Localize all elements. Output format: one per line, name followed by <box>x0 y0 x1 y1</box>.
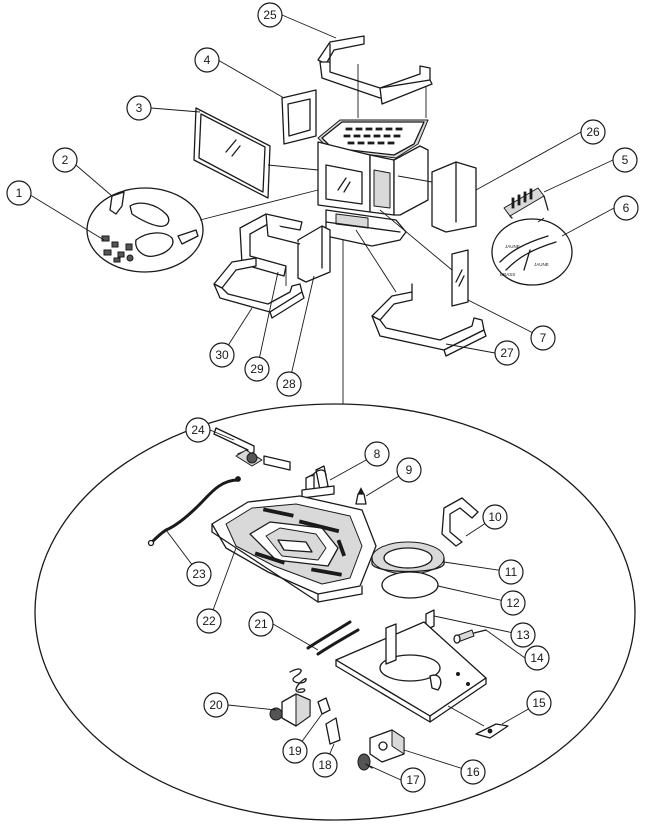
callout-19-label: 19 <box>288 744 302 758</box>
callout-21-label: 21 <box>254 617 268 631</box>
part-25-top-frame <box>317 35 433 118</box>
callout-11: 11 <box>498 559 524 585</box>
part-27-lower-trim <box>355 229 487 357</box>
callout-9-label: 9 <box>406 463 413 477</box>
callout-15: 15 <box>526 690 552 716</box>
callout-22-label: 22 <box>202 614 216 628</box>
part-23-flex-line <box>147 476 241 547</box>
callout-1: 1 <box>6 180 32 206</box>
part-26-side-panel <box>397 161 477 233</box>
part-10-bent-tube <box>441 497 479 547</box>
part-30-base-trim <box>213 257 305 319</box>
part-19-fitting <box>317 697 331 715</box>
callout-9: 9 <box>396 457 422 483</box>
callout-26: 26 <box>580 119 606 145</box>
callout-2-label: 2 <box>62 153 69 167</box>
part-9-pilot-tip <box>355 487 367 505</box>
callout-5: 5 <box>612 147 638 173</box>
callout-18-label: 18 <box>318 758 332 772</box>
part-6-wire-inset: JAUNE BRASS JAUNE <box>491 217 573 286</box>
callout-25: 25 <box>257 2 283 28</box>
detail-ellipse <box>34 403 636 821</box>
part-5-element <box>503 187 549 219</box>
callout-6: 6 <box>613 195 639 221</box>
inset-label-2: BRASS <box>500 272 515 277</box>
part-11-ring <box>371 541 445 575</box>
callout-13-label: 13 <box>516 628 530 642</box>
callout-27: 27 <box>494 340 520 366</box>
callout-4: 4 <box>194 47 220 73</box>
callout-8-label: 8 <box>374 447 381 461</box>
callout-23-label: 23 <box>192 567 206 581</box>
part-3-glass-panel <box>193 107 319 199</box>
callout-16-label: 16 <box>466 765 480 779</box>
callout-4-label: 4 <box>204 53 211 67</box>
callout-3-label: 3 <box>136 101 143 115</box>
part-18-pin <box>325 717 341 745</box>
part-17-knob <box>357 753 373 771</box>
callout-14-label: 14 <box>530 651 544 665</box>
callout-21: 21 <box>248 611 274 637</box>
callout-8: 8 <box>364 441 390 467</box>
part-16-control-box <box>369 729 405 763</box>
callout-30-label: 30 <box>215 348 229 362</box>
callout-16: 16 <box>460 759 486 785</box>
callout-18: 18 <box>312 752 338 778</box>
part-22-burner-tray <box>211 495 377 603</box>
callout-28: 28 <box>276 371 302 397</box>
callout-23: 23 <box>186 561 212 587</box>
callout-24: 24 <box>185 417 211 443</box>
callout-12-label: 12 <box>506 596 520 610</box>
callout-7: 7 <box>530 325 556 351</box>
callout-1-label: 1 <box>16 186 23 200</box>
stove-body <box>317 119 429 247</box>
callout-14: 14 <box>524 645 550 671</box>
callout-29-label: 29 <box>250 362 264 376</box>
part-21-rod <box>306 620 360 656</box>
callout-20-label: 20 <box>209 698 223 712</box>
callout-13: 13 <box>510 622 536 648</box>
callout-17-label: 17 <box>406 773 420 787</box>
part-24-burner-tube <box>213 427 291 471</box>
callout-24-label: 24 <box>191 423 205 437</box>
callout-17: 17 <box>400 767 426 793</box>
callout-30: 30 <box>209 342 235 368</box>
callout-3: 3 <box>126 95 152 121</box>
inset-label-3: JAUNE <box>534 262 549 267</box>
part-14-electrode <box>453 629 487 644</box>
callout-19: 19 <box>282 738 308 764</box>
callout-10: 10 <box>482 504 508 530</box>
part-4-rear-panel <box>281 89 317 145</box>
inset-label-1: JAUNE <box>505 244 520 249</box>
part-28-side-bracket <box>297 225 331 283</box>
part-7-door-glass <box>379 209 469 307</box>
callout-11-label: 11 <box>505 565 518 579</box>
part-8-valve-bracket <box>301 465 335 499</box>
callout-5-label: 5 <box>622 153 629 167</box>
part-20-spring-valve <box>269 668 311 727</box>
callout-22: 22 <box>196 608 222 634</box>
part-1-2-log-set-inset <box>86 187 319 273</box>
leader-lines <box>26 14 615 781</box>
callout-29: 29 <box>244 356 270 382</box>
part-12-disc <box>381 571 439 599</box>
callout-7-label: 7 <box>540 331 547 345</box>
callout-12: 12 <box>500 590 526 616</box>
callout-15-label: 15 <box>532 696 546 710</box>
callout-25-label: 25 <box>263 8 277 22</box>
callout-28-label: 28 <box>282 377 296 391</box>
callout-6-label: 6 <box>623 201 630 215</box>
part-15-cover-plate <box>475 723 509 739</box>
callout-10-label: 10 <box>488 510 502 524</box>
callout-26-label: 26 <box>586 125 600 139</box>
callout-2: 2 <box>52 147 78 173</box>
callout-20: 20 <box>203 692 229 718</box>
callout-27-label: 27 <box>500 346 514 360</box>
mounting-plate <box>335 621 487 727</box>
